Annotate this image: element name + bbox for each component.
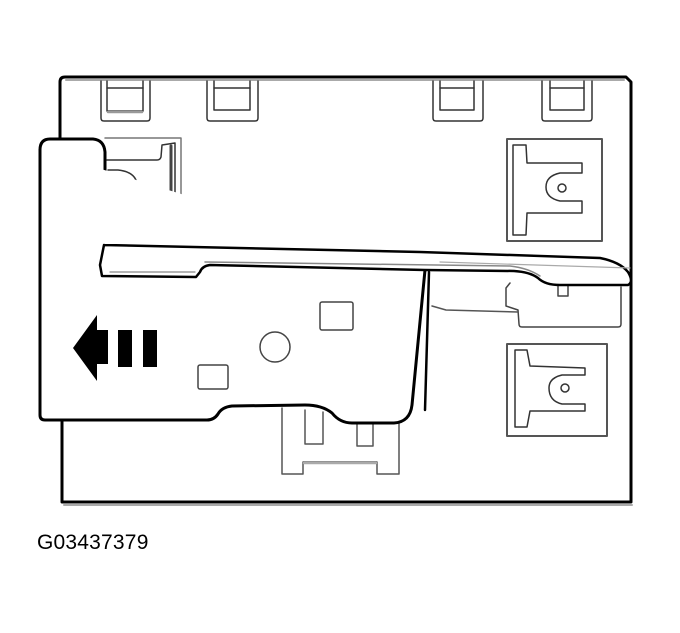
top-clip-2 bbox=[206, 80, 259, 122]
left-arrow-icon bbox=[73, 315, 157, 381]
clip-middle-right bbox=[431, 282, 622, 328]
top-clip-3 bbox=[432, 80, 484, 122]
top-clips bbox=[100, 80, 593, 122]
top-clip-4 bbox=[541, 80, 593, 122]
figure-id-label: G03437379 bbox=[37, 531, 149, 554]
clip-lower-right bbox=[506, 343, 608, 437]
top-clip-1 bbox=[100, 80, 151, 122]
clip-upper-right bbox=[506, 138, 603, 242]
clip-bottom bbox=[281, 407, 400, 475]
back-plate bbox=[58, 75, 633, 506]
sliding-lock-tab bbox=[38, 137, 633, 425]
